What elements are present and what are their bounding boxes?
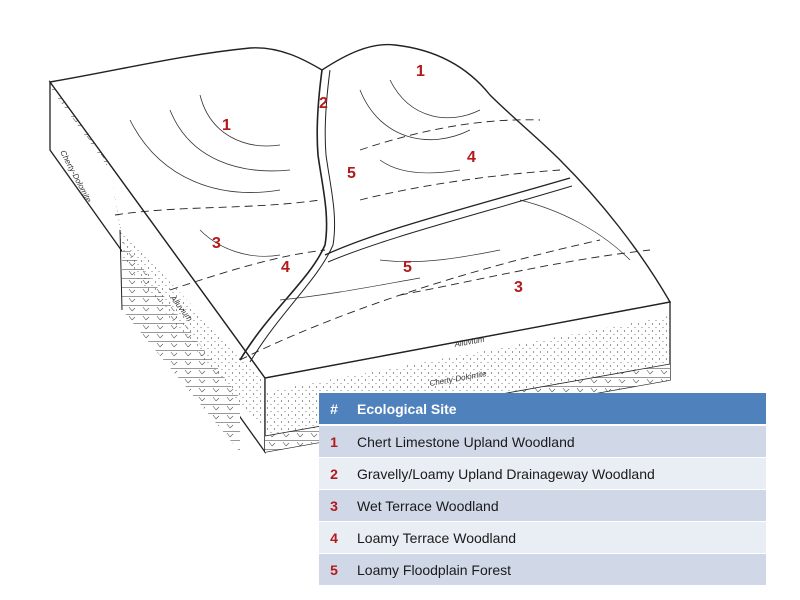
legend-row-number: 1 [319, 424, 349, 458]
legend-row-site: Wet Terrace Woodland [349, 489, 766, 522]
legend-row-number: 3 [319, 489, 349, 522]
legend-row-site: Gravelly/Loamy Upland Drainageway Woodla… [349, 457, 766, 490]
legend-row-number: 2 [319, 457, 349, 490]
legend-row-number: 5 [319, 553, 349, 585]
legend-row-site: Loamy Terrace Woodland [349, 521, 766, 554]
zone-label: 4 [281, 259, 290, 276]
zone-label: 3 [514, 279, 523, 296]
block-top-surface [48, 43, 672, 379]
legend-row: 4 Loamy Terrace Woodland [319, 521, 766, 554]
legend-header-row: # Ecological Site [319, 393, 766, 426]
zone-label: 1 [416, 63, 425, 80]
zone-label: 5 [403, 259, 412, 276]
legend-row: 1 Chert Limestone Upland Woodland [319, 424, 766, 458]
zone-label: 2 [319, 95, 328, 112]
legend-row-site: Chert Limestone Upland Woodland [349, 424, 766, 458]
ecological-site-legend: # Ecological Site 1 Chert Limestone Upla… [319, 393, 766, 585]
legend-row: 3 Wet Terrace Woodland [319, 489, 766, 522]
legend-row: 2 Gravelly/Loamy Upland Drainageway Wood… [319, 457, 766, 490]
zone-label: 5 [347, 165, 356, 182]
legend-row-site: Loamy Floodplain Forest [349, 553, 766, 585]
zone-label: 3 [212, 235, 221, 252]
legend-header-site: Ecological Site [349, 393, 766, 426]
zone-label: 4 [467, 149, 476, 166]
zone-label: 1 [222, 117, 231, 134]
legend-row: 5 Loamy Floodplain Forest [319, 553, 766, 585]
legend-row-number: 4 [319, 521, 349, 554]
zone-labels: 1 2 1 5 4 3 4 5 3 [212, 63, 523, 296]
legend-header-number: # [319, 393, 349, 426]
